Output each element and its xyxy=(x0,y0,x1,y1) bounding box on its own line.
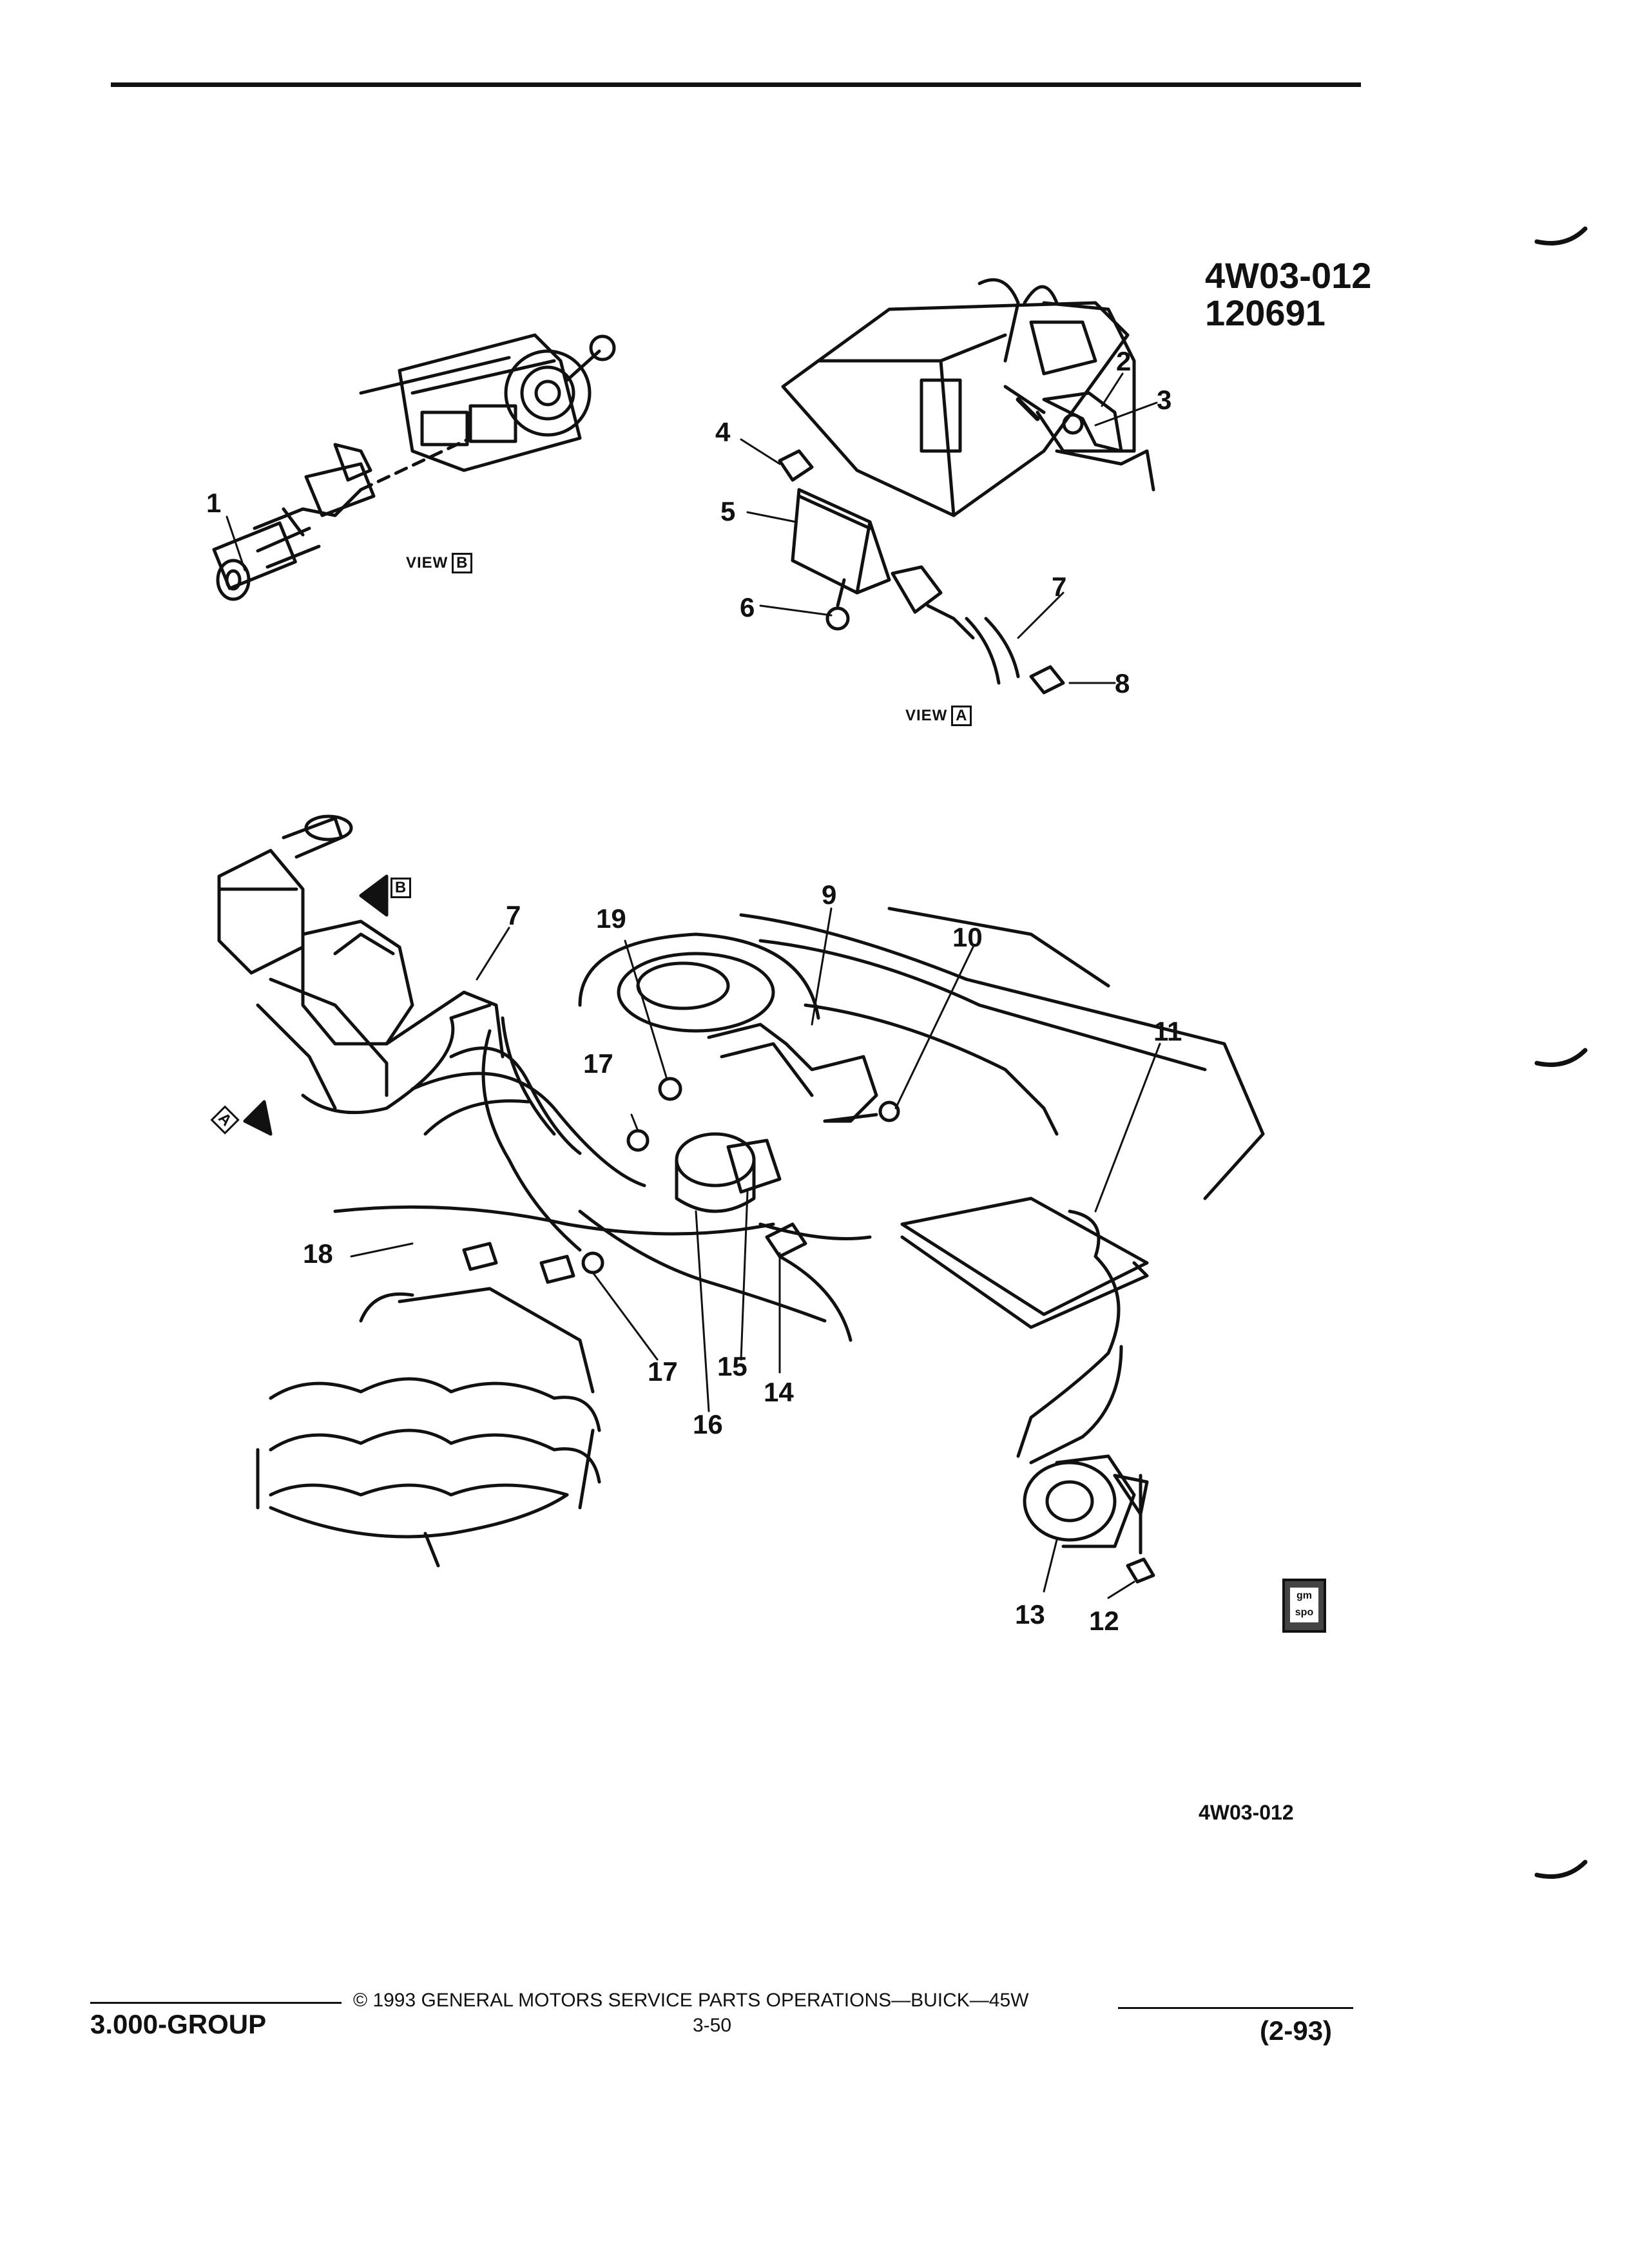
reference-code: 4W03-012 xyxy=(1205,255,1372,296)
footer-rule-right xyxy=(1118,2007,1353,2009)
binding-marks xyxy=(1534,226,1588,1879)
engine-compartment-view xyxy=(217,814,1265,1584)
footer-group: 3.000-GROUP xyxy=(90,2009,267,2039)
callout-10: 10 xyxy=(952,922,983,952)
footer-revision: (2-93) xyxy=(1260,2015,1333,2046)
callout-19: 19 xyxy=(596,903,626,934)
callout-11: 11 xyxy=(1153,1016,1182,1046)
callout-18: 18 xyxy=(303,1238,333,1269)
callout-7-main: 7 xyxy=(506,900,521,930)
gm-spo-logo: gm spo xyxy=(1282,1579,1326,1633)
callout-12: 12 xyxy=(1089,1606,1119,1636)
callout-8: 8 xyxy=(1115,668,1130,698)
callout-9: 9 xyxy=(822,879,837,910)
callout-2: 2 xyxy=(1116,346,1132,376)
callout-1: 1 xyxy=(206,488,222,518)
callout-17-lower: 17 xyxy=(648,1356,678,1387)
callout-14: 14 xyxy=(764,1377,794,1407)
callout-3: 3 xyxy=(1157,385,1172,415)
callout-4: 4 xyxy=(715,417,731,447)
view-b-switch-assembly xyxy=(212,333,616,601)
footer-page: 3-50 xyxy=(693,2015,732,2036)
callout-5: 5 xyxy=(720,496,736,526)
footer-rule-left xyxy=(90,2002,342,2004)
bottom-code: 4W03-012 xyxy=(1199,1801,1294,1824)
callout-16: 16 xyxy=(693,1409,723,1439)
callout-7-view-a: 7 xyxy=(1052,572,1067,602)
arrow-b-label: B xyxy=(387,878,411,898)
header-rule xyxy=(111,82,1361,87)
callout-6: 6 xyxy=(740,592,755,622)
reference-date: 120691 xyxy=(1205,293,1325,333)
callout-13: 13 xyxy=(1015,1599,1045,1629)
leader-lines xyxy=(226,372,1161,1599)
view-a-module-assembly xyxy=(778,278,1155,695)
callout-17-upper: 17 xyxy=(583,1048,613,1079)
footer-copyright: © 1993 GENERAL MOTORS SERVICE PARTS OPER… xyxy=(353,1990,1029,2011)
callout-15: 15 xyxy=(717,1351,747,1381)
